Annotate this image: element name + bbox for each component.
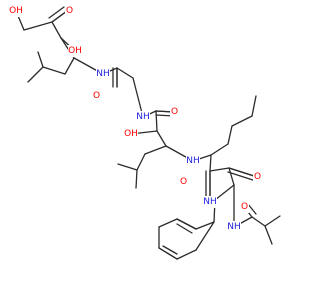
bond-line <box>162 245 178 255</box>
atom-amide-o5: O <box>240 201 249 213</box>
bond-line <box>27 66 44 83</box>
bond-line <box>214 184 235 201</box>
svg-text:NH: NH <box>186 156 200 166</box>
svg-text:O: O <box>66 6 73 16</box>
bond-line <box>135 169 138 189</box>
structure-canvas: OH O OH NH O NH <box>9 5 281 260</box>
atom-nh2: NH <box>136 111 150 123</box>
bond-line <box>176 218 197 230</box>
atom-acid-oh: OH <box>9 5 23 17</box>
molecule-structure: OH O OH NH O NH <box>9 5 281 260</box>
bond-line <box>117 163 138 171</box>
svg-text:OH: OH <box>9 6 23 16</box>
bond-line <box>195 221 215 251</box>
bond-line <box>116 67 134 79</box>
atom-amide-o2: O <box>170 106 179 118</box>
atom-amide-o4: O <box>253 171 262 183</box>
atom-label-layer: OH O OH NH O NH <box>9 5 262 233</box>
bond-line <box>51 10 68 23</box>
bond-line <box>176 223 193 234</box>
svg-text:OH: OH <box>124 129 138 139</box>
bond-line <box>228 167 235 186</box>
atom-acid-o: O <box>65 5 74 17</box>
svg-text:NH: NH <box>227 222 241 232</box>
bond-line <box>227 125 233 145</box>
svg-text:O: O <box>93 91 100 101</box>
bond-line <box>136 153 146 171</box>
bond-line <box>37 51 44 68</box>
bond-line <box>195 221 215 230</box>
svg-text:O: O <box>254 172 261 182</box>
svg-text:O: O <box>180 177 187 187</box>
svg-text:NH: NH <box>203 197 217 207</box>
bond-line <box>158 218 178 228</box>
bond-line <box>64 57 75 75</box>
bond-line <box>228 167 258 178</box>
bond-line <box>23 21 53 31</box>
bond-line <box>144 145 167 155</box>
bond-line <box>156 130 167 147</box>
bond-line <box>264 215 281 227</box>
atom-hydroxy1-oh: OH <box>68 45 82 57</box>
bond-line <box>209 154 212 172</box>
svg-text:NH: NH <box>96 69 110 79</box>
bond-line <box>251 95 257 117</box>
bond-line <box>48 6 65 19</box>
bond-line <box>264 225 273 245</box>
bond-line <box>132 77 144 118</box>
svg-text:O: O <box>241 202 248 212</box>
bond-line <box>251 216 266 227</box>
bond-line <box>42 66 66 75</box>
atom-nh3: NH <box>186 155 200 167</box>
bond-line <box>158 247 178 260</box>
svg-text:O: O <box>171 107 178 117</box>
atom-nh4: NH <box>203 196 217 208</box>
atom-nh5: NH <box>227 221 241 233</box>
bond-line <box>210 143 229 156</box>
svg-text:OH: OH <box>68 46 82 56</box>
bond-line <box>247 203 257 215</box>
bond-line <box>209 167 230 172</box>
bond-line <box>51 21 62 39</box>
bond-line <box>231 115 253 127</box>
bond-line <box>176 249 197 260</box>
atom-amide-o3: O <box>179 176 188 188</box>
atom-hydroxy2-oh: OH <box>124 128 138 140</box>
svg-text:NH: NH <box>136 112 150 122</box>
bond-line <box>155 110 158 132</box>
bond-line <box>227 171 257 182</box>
atom-amide-o1: O <box>92 90 101 102</box>
atom-nh1: NH <box>96 68 110 80</box>
